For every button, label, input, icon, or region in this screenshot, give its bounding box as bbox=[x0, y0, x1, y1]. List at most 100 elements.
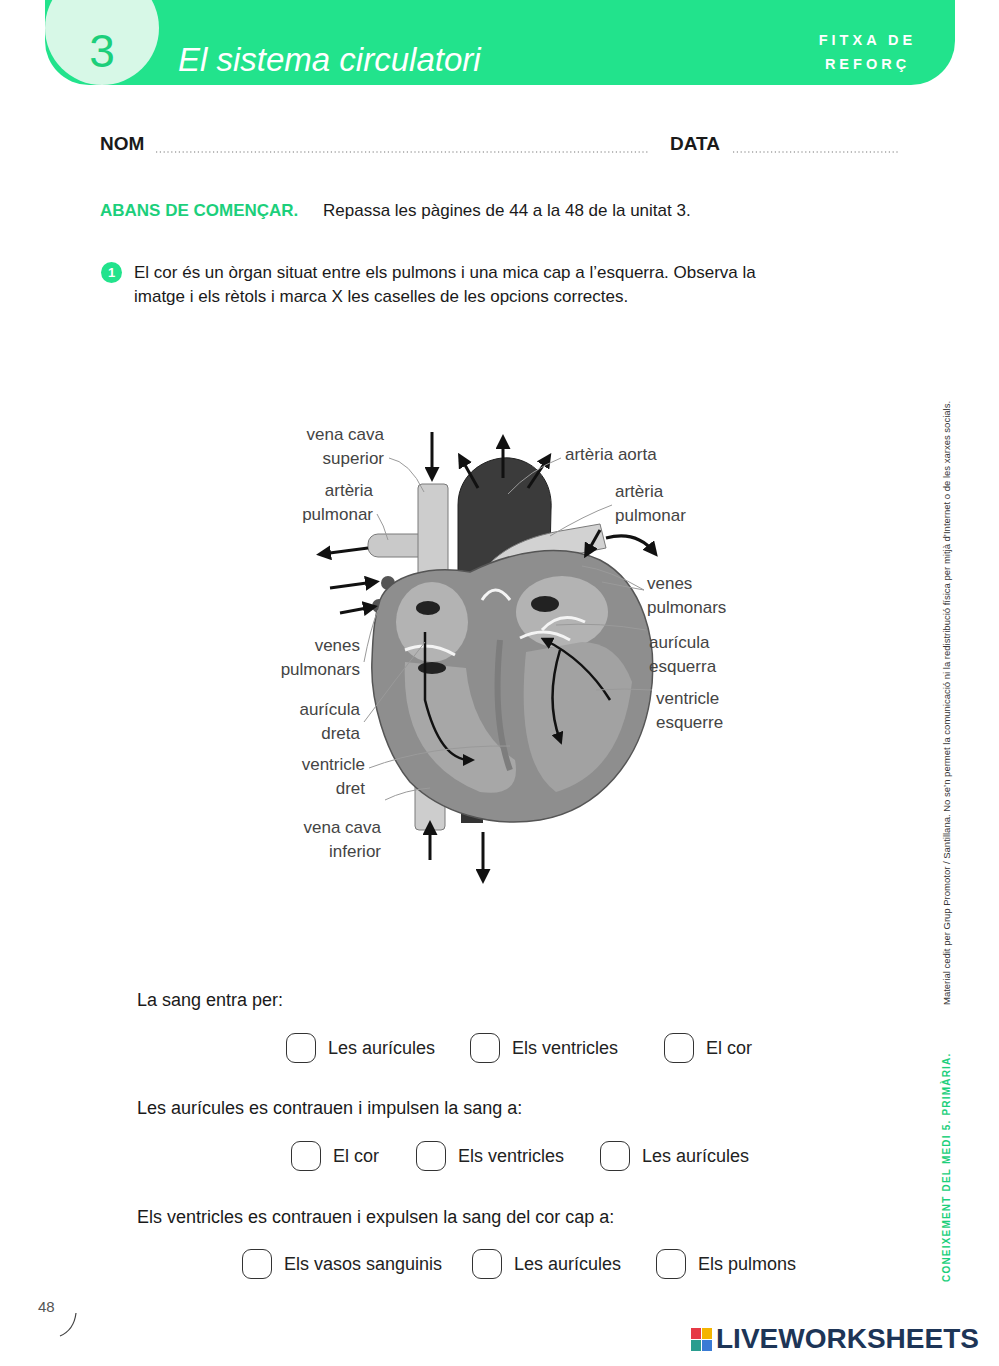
leader-line bbox=[556, 624, 646, 630]
logo-icon bbox=[691, 1328, 701, 1339]
checkbox bbox=[291, 1141, 321, 1171]
answer-option: Les aurícules bbox=[286, 1033, 440, 1063]
instruction-text: Repassa les pàgines de 44 a la 48 de la … bbox=[323, 199, 691, 223]
blood-flow-arrow bbox=[545, 640, 610, 700]
blood-flow-arrow bbox=[340, 607, 372, 613]
heart-part-label: venes pulmonars bbox=[647, 572, 737, 620]
leader-line bbox=[377, 514, 388, 540]
heart-part-label: venes pulmonars bbox=[270, 634, 360, 682]
heart-valve bbox=[405, 646, 455, 655]
option-text: Els vasos sanguinis bbox=[284, 1249, 442, 1279]
blood-flow-arrow bbox=[431, 432, 434, 476]
heart-part-label: ventricle dret bbox=[275, 753, 365, 801]
leader-line bbox=[385, 788, 430, 800]
option-text: Les aurícules bbox=[328, 1033, 435, 1063]
checkbox bbox=[472, 1249, 502, 1279]
checkbox bbox=[242, 1249, 272, 1279]
blood-vessel bbox=[458, 458, 551, 600]
question-text: La sang entra per: bbox=[137, 988, 283, 1012]
blood-vessel bbox=[368, 458, 607, 830]
heart-valve bbox=[482, 590, 510, 600]
option-text: Els ventricles bbox=[458, 1141, 564, 1171]
leader-line bbox=[364, 458, 652, 800]
heart-chamber bbox=[524, 642, 632, 792]
page-number: 48 bbox=[38, 1298, 55, 1316]
field-label: NOM bbox=[100, 132, 144, 156]
leader-line bbox=[508, 458, 561, 494]
option-text: Els ventricles bbox=[512, 1033, 618, 1063]
sheet-type: FITXA DE REFORÇ bbox=[800, 28, 935, 76]
heart-valve bbox=[520, 632, 570, 640]
copyright-note: Material cedit per Grup Promotor / Santi… bbox=[940, 401, 953, 1005]
heart-valve bbox=[542, 618, 585, 631]
option-text: Els pulmons bbox=[698, 1249, 796, 1279]
heart-valve bbox=[405, 590, 585, 674]
blood-flow-arrow bbox=[429, 826, 432, 860]
heart-chamber bbox=[396, 582, 468, 662]
blood-vessel bbox=[415, 765, 445, 830]
checkbox bbox=[664, 1033, 694, 1063]
blood-flow-arrow bbox=[482, 832, 485, 878]
page-corner-mark bbox=[60, 1313, 76, 1336]
checkbox bbox=[600, 1141, 630, 1171]
leader-line bbox=[364, 610, 378, 662]
answer-option: Les aurícules bbox=[600, 1141, 754, 1171]
logo-icon bbox=[691, 1328, 712, 1351]
heart-muscle bbox=[372, 551, 653, 822]
exercise-number: 1 bbox=[101, 264, 122, 281]
logo-icon bbox=[702, 1328, 712, 1339]
blood-vessel bbox=[418, 484, 448, 604]
checkbox bbox=[416, 1141, 446, 1171]
blood-flow-arrow bbox=[330, 582, 374, 588]
exercise-number-circle: 1 bbox=[101, 262, 122, 283]
checkbox bbox=[656, 1249, 686, 1279]
blood-vessel bbox=[368, 534, 440, 557]
blood-flow-arrow bbox=[553, 650, 561, 740]
question-text: Els ventricles es contrauen i expulsen l… bbox=[137, 1205, 614, 1229]
blood-flow-arrow bbox=[322, 548, 368, 554]
answer-dotted-line bbox=[156, 151, 650, 152]
heart-valve bbox=[531, 596, 559, 612]
heart-chamber bbox=[405, 662, 516, 793]
heart-chamber bbox=[516, 576, 608, 648]
blood-vessel bbox=[593, 575, 607, 589]
heart-chamber bbox=[498, 640, 510, 770]
instruction-heading: ABANS DE COMENÇAR. bbox=[100, 199, 298, 223]
blood-flow-arrow bbox=[587, 530, 600, 553]
leader-line bbox=[550, 505, 612, 536]
heart-valve bbox=[416, 601, 440, 615]
unit-number: 3 bbox=[45, 26, 159, 76]
blood-vessel bbox=[468, 524, 606, 612]
field-label: DATA bbox=[670, 132, 720, 156]
heart-chamber bbox=[396, 576, 632, 793]
option-text: El cor bbox=[706, 1033, 752, 1063]
blood-vessel bbox=[572, 559, 586, 573]
answer-option: El cor bbox=[664, 1033, 757, 1063]
heart-part-label: vena cava inferior bbox=[291, 816, 381, 864]
heart-muscle bbox=[372, 551, 653, 822]
checkbox bbox=[470, 1033, 500, 1063]
heart-part-label: aurícula esquerra bbox=[649, 631, 739, 679]
option-text: Les aurícules bbox=[514, 1249, 621, 1279]
blood-flow-arrow bbox=[502, 440, 505, 478]
answer-dotted-line bbox=[733, 151, 900, 152]
book-title: CONEIXEMENT DEL MEDI 5. PRIMÀRIA. bbox=[940, 1053, 953, 1282]
answer-option: Les aurícules bbox=[472, 1249, 626, 1279]
heart-part-label: vena cava superior bbox=[294, 423, 384, 471]
option-text: Les aurícules bbox=[642, 1141, 749, 1171]
answer-option: El cor bbox=[291, 1141, 384, 1171]
leader-line bbox=[582, 566, 644, 590]
blood-flow-arrow bbox=[461, 458, 478, 488]
heart-part-label: artèria pulmonar bbox=[283, 479, 373, 527]
heart-valve bbox=[418, 662, 446, 674]
checkbox bbox=[286, 1033, 316, 1063]
answer-dotted-line bbox=[156, 151, 900, 152]
header-band: El sistema circulatoriFITXA DE REFORÇ3 bbox=[45, 0, 955, 85]
blood-flow-arrow bbox=[528, 458, 548, 488]
answer-option: Els ventricles bbox=[470, 1033, 623, 1063]
leader-line bbox=[369, 746, 510, 768]
logo-icon bbox=[691, 1340, 701, 1351]
leader-line bbox=[364, 642, 425, 722]
blood-vessel bbox=[381, 576, 395, 590]
